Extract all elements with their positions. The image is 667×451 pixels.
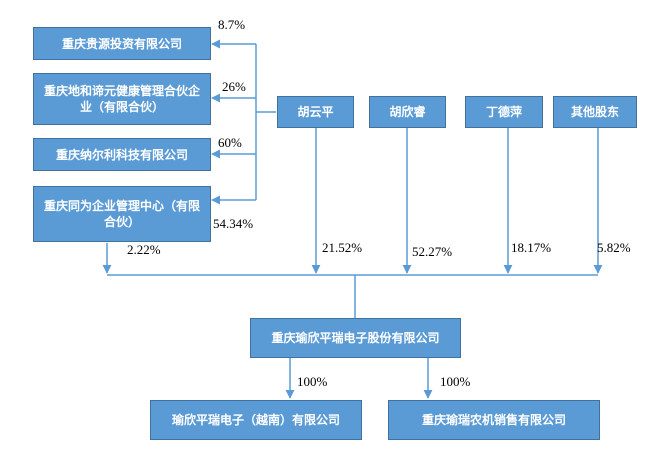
node-others: 其他股东	[553, 96, 637, 128]
pct-dihe: 26%	[222, 79, 246, 94]
pct-ziyuan: 8.7%	[218, 17, 246, 32]
node-vietnam: 瑜欣平瑞电子（越南）有限公司	[150, 400, 362, 440]
node-company: 重庆瑜欣平瑞电子股份有限公司	[250, 318, 461, 358]
node-dingdeping: 丁德萍	[465, 96, 543, 128]
node-huyunping: 胡云平	[277, 96, 354, 128]
pct-huyunping-to-company: 21.52%	[322, 240, 363, 255]
node-huxinrui: 胡欣睿	[369, 96, 446, 128]
pct-huxinrui-to-company: 52.27%	[412, 244, 453, 259]
pct-naerli: 60%	[218, 135, 242, 150]
node-dihe: 重庆地和谛元健康管理合伙企业（有限合伙）	[33, 73, 211, 125]
pct-dingdeping-to-company: 18.17%	[511, 240, 552, 255]
node-naerli: 重庆纳尔利科技有限公司	[33, 138, 211, 171]
pct-company-to-sales: 100%	[440, 374, 471, 389]
node-ziyuan: 重庆贵源投资有限公司	[33, 27, 211, 60]
pct-tongwei-to-company: 2.22%	[127, 242, 161, 257]
pct-company-to-vietnam: 100%	[297, 374, 328, 389]
pct-tongwei: 54.34%	[213, 216, 254, 231]
node-sales: 重庆瑜瑞农机销售有限公司	[388, 400, 600, 440]
pct-others-to-company: 5.82%	[597, 240, 631, 255]
node-tongwei: 重庆同为企业管理中心（有限合伙）	[33, 186, 211, 242]
